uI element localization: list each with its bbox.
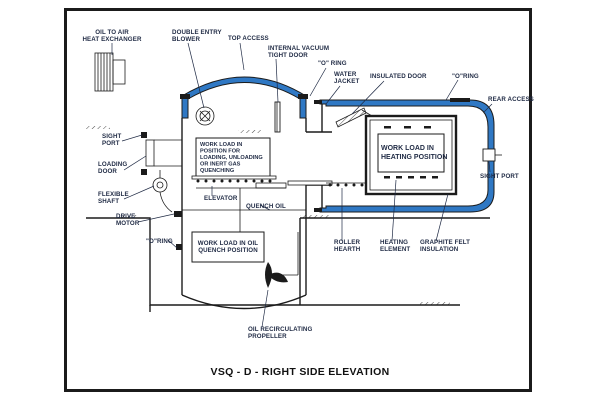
label-sight: SIGHT [102, 133, 122, 140]
heat-exchanger [94, 52, 126, 92]
label-o-ring-top: "O" RING [318, 60, 347, 67]
box-quench-line2: QUENCH POSITION [198, 247, 258, 254]
label-drive: DRIVE [116, 213, 135, 220]
label-jacket: JACKET [334, 78, 359, 85]
graphite-felt-box [364, 114, 458, 196]
label-top-access: TOP ACCESS [228, 35, 269, 42]
label-port: PORT [102, 140, 120, 147]
floor-hatch-pit [420, 302, 450, 305]
label-tight-door: TIGHT DOOR [268, 52, 308, 59]
diagram-title: VSQ - D - RIGHT SIDE ELEVATION [211, 366, 390, 378]
label-loading: LOADING [98, 161, 127, 168]
label-roller: ROLLER [334, 239, 360, 246]
box-load-line1: WORK LOAD IN [200, 142, 242, 148]
label-double-entry: DOUBLE ENTRY [172, 29, 223, 36]
label-door: DOOR [98, 168, 117, 175]
roller-hearth [326, 182, 366, 187]
label-element: ELEMENT [380, 246, 410, 253]
loading-door [141, 132, 182, 175]
label-o-ring-bottom: "O"RING [146, 238, 173, 245]
label-propeller: PROPELLER [248, 333, 287, 340]
quench-tank [176, 209, 307, 310]
label-shaft: SHAFT [98, 198, 119, 205]
box-quench-line1: WORK LOAD IN OIL [198, 240, 258, 247]
label-heating: HEATING [380, 239, 408, 246]
box-load-line3: LOADING, UNLOADING [200, 155, 263, 161]
drive-motor [152, 170, 182, 217]
label-internal-vacuum: INTERNAL VACUUM [268, 45, 329, 52]
label-sight-port-right: SIGHT PORT [480, 173, 519, 180]
label-elevator: ELEVATOR [204, 195, 238, 202]
label-motor: MOTOR [116, 220, 140, 227]
label-o-ring-right: "O"RING [452, 73, 479, 80]
box-heating-line2: HEATING POSITION [381, 154, 447, 161]
label-insulated-door: INSULATED DOOR [370, 73, 427, 80]
work-load-loading [191, 137, 287, 232]
oil-recirculating-propeller [265, 232, 299, 288]
box-load-line4: OR INERT GAS [200, 162, 241, 168]
floor-hatch-right [300, 215, 330, 218]
floor-hatch-low [120, 215, 138, 218]
label-hearth: HEARTH [334, 246, 361, 253]
box-load-line5: QUENCHING [200, 168, 234, 174]
label-graphite-felt: GRAPHITE FELT [420, 239, 470, 246]
floor-hatch-mid [238, 130, 262, 133]
transfer-tunnel [287, 131, 333, 186]
label-quench-oil: QUENCH OIL [246, 203, 286, 210]
label-heat-exchanger: HEAT EXCHANGER [82, 36, 141, 43]
box-load-line2: POSITION FOR [200, 149, 240, 155]
label-rear-access: REAR ACCESS [488, 96, 534, 103]
label-flexible: FLEXIBLE [98, 191, 129, 198]
heating-chamber [314, 98, 502, 213]
heating-elements-bottom [384, 176, 438, 179]
labels: OIL TO AIR HEAT EXCHANGER DOUBLE ENTRY B… [82, 29, 533, 378]
floor-and-pit [86, 126, 490, 312]
label-water: WATER [334, 71, 357, 78]
loading-rollers [196, 179, 272, 183]
double-entry-blower [195, 106, 215, 126]
label-oil-recirculating: OIL RECIRCULATING [248, 326, 312, 333]
leader-lines [111, 42, 493, 328]
box-heating-line1: WORK LOAD IN [381, 145, 434, 152]
label-blower: BLOWER [172, 36, 201, 43]
heating-elements-top [384, 126, 431, 129]
quench-chamber-top [180, 76, 308, 210]
label-insulation: INSULATION [420, 246, 459, 253]
floor-hatch-left [86, 126, 110, 129]
label-oil-to-air: OIL TO AIR [95, 29, 129, 36]
vacuum-tight-door [274, 101, 281, 133]
diagram-frame [64, 8, 532, 392]
